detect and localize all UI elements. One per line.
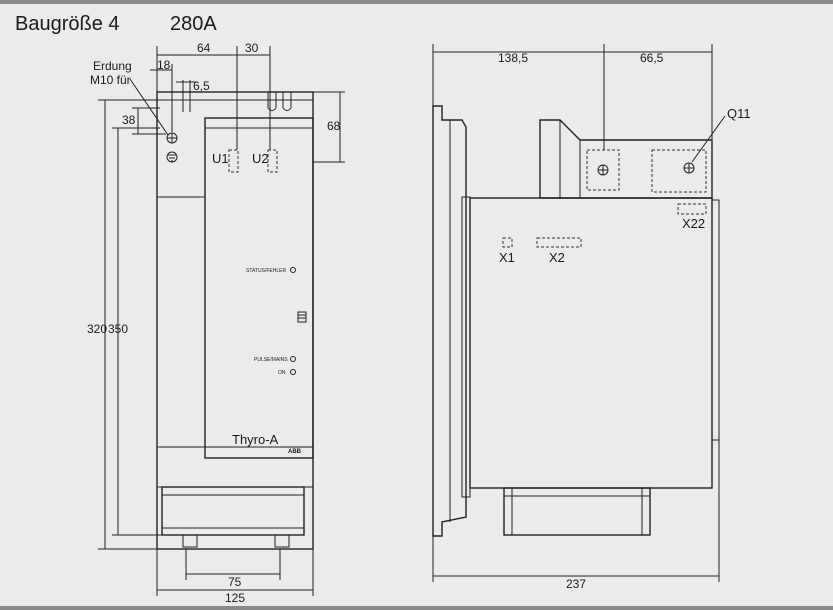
connector-x2-label: X2 bbox=[549, 250, 565, 265]
heatsink-strip bbox=[156, 196, 206, 448]
fan-housing bbox=[161, 486, 305, 536]
dim-18: 18 bbox=[157, 58, 171, 72]
dim-ticks-side bbox=[432, 49, 713, 55]
dim-350: 350 bbox=[108, 322, 128, 336]
title-size: Baugröße 4 bbox=[15, 13, 120, 35]
dim-ticks-237 bbox=[432, 573, 720, 579]
side-fan-ribs bbox=[504, 488, 650, 535]
terminal-u2-label: U2 bbox=[252, 151, 269, 166]
dim-64: 64 bbox=[197, 41, 211, 55]
led-status-icon bbox=[290, 267, 296, 273]
dim-125: 125 bbox=[225, 591, 245, 605]
dim-38: 38 bbox=[122, 113, 136, 127]
front-main-body bbox=[204, 117, 314, 459]
maker-label: ABB bbox=[288, 449, 302, 455]
dim-line-top-side bbox=[432, 44, 713, 150]
connector-x22-outline bbox=[677, 203, 707, 215]
side-view: Q11 X22 X1 X2 bbox=[432, 105, 751, 537]
dim-320: 320 bbox=[87, 322, 107, 336]
side-fan-housing bbox=[503, 487, 651, 536]
dim-68: 68 bbox=[327, 119, 341, 133]
title-current: 280A bbox=[170, 13, 217, 35]
front-connector-icon bbox=[297, 311, 307, 323]
connector-x2-outline bbox=[536, 237, 582, 248]
terminal-u1-outline bbox=[228, 149, 239, 173]
dim-line-64 bbox=[156, 46, 271, 150]
dim-line-75 bbox=[185, 549, 281, 580]
side-terminal-left bbox=[586, 149, 620, 191]
dim-138-5: 138,5 bbox=[498, 51, 528, 65]
dim-line-237 bbox=[432, 440, 720, 582]
dim-237: 237 bbox=[566, 577, 586, 591]
led-on-label: ON bbox=[278, 370, 286, 376]
dim-line-125 bbox=[156, 549, 314, 596]
bolt-label: M10 für bbox=[90, 73, 131, 87]
earth-symbol-lines bbox=[168, 154, 176, 162]
front-view: U1 U2 STATUS/FEHLER PULSE/MAINS ON Thyro… bbox=[156, 91, 314, 550]
front-connector-pins bbox=[298, 314, 306, 319]
bottom-feet bbox=[182, 535, 290, 548]
dim-6-5: 6,5 bbox=[193, 79, 210, 93]
q11-leader-line bbox=[691, 115, 726, 163]
terminal-u1-label: U1 bbox=[212, 151, 229, 166]
connector-x1-outline bbox=[502, 237, 513, 248]
side-terminal-left-cross bbox=[598, 165, 608, 175]
terminal-u2-outline bbox=[267, 149, 278, 173]
top-slot-right bbox=[282, 92, 292, 111]
side-terminal-right-cross bbox=[684, 163, 694, 173]
dim-line-18 bbox=[150, 64, 173, 132]
led-pulse-icon bbox=[290, 356, 296, 362]
dim-75: 75 bbox=[228, 575, 242, 589]
led-status-label: STATUS/FEHLER bbox=[246, 268, 286, 274]
side-dimensions: 138,5 66,5 237 bbox=[432, 44, 720, 591]
dim-line-350 bbox=[98, 99, 157, 550]
side-terminal-right bbox=[651, 149, 707, 193]
dim-line-68 bbox=[313, 91, 345, 163]
brand-label: Thyro-A bbox=[232, 432, 279, 447]
fuse-label: Q11 bbox=[727, 106, 751, 121]
connector-x22-label: X22 bbox=[682, 216, 705, 231]
fan-housing-ribs bbox=[162, 494, 304, 529]
side-right-plate bbox=[712, 199, 720, 441]
earth-symbol-icon bbox=[166, 151, 178, 163]
earth-label: Erdung bbox=[93, 59, 132, 73]
connector-x1-label: X1 bbox=[499, 250, 515, 265]
side-busbar-block bbox=[539, 119, 713, 199]
dim-line-320 bbox=[112, 127, 162, 536]
side-mounting-plate bbox=[432, 105, 467, 537]
led-on-icon bbox=[290, 369, 296, 375]
dim-66-5: 66,5 bbox=[640, 51, 664, 65]
dim-ticks-top bbox=[156, 52, 271, 58]
side-main-body bbox=[469, 197, 713, 489]
busbar-edges bbox=[559, 120, 581, 198]
led-pulse-label: PULSE/MAINS bbox=[254, 357, 288, 363]
dim-30: 30 bbox=[245, 41, 259, 55]
earth-screw-cross bbox=[167, 133, 177, 143]
front-mounting-plate bbox=[156, 91, 314, 550]
front-dimensions: 64 30 18 6,5 Erdung M10 für 38 68 320 35… bbox=[87, 41, 345, 605]
top-slot-left bbox=[267, 92, 277, 111]
dim-line-65 bbox=[176, 80, 196, 112]
earth-leader-line bbox=[129, 78, 169, 136]
dim-line-38 bbox=[132, 107, 166, 135]
title-block: Baugröße 4 280A bbox=[15, 13, 217, 35]
